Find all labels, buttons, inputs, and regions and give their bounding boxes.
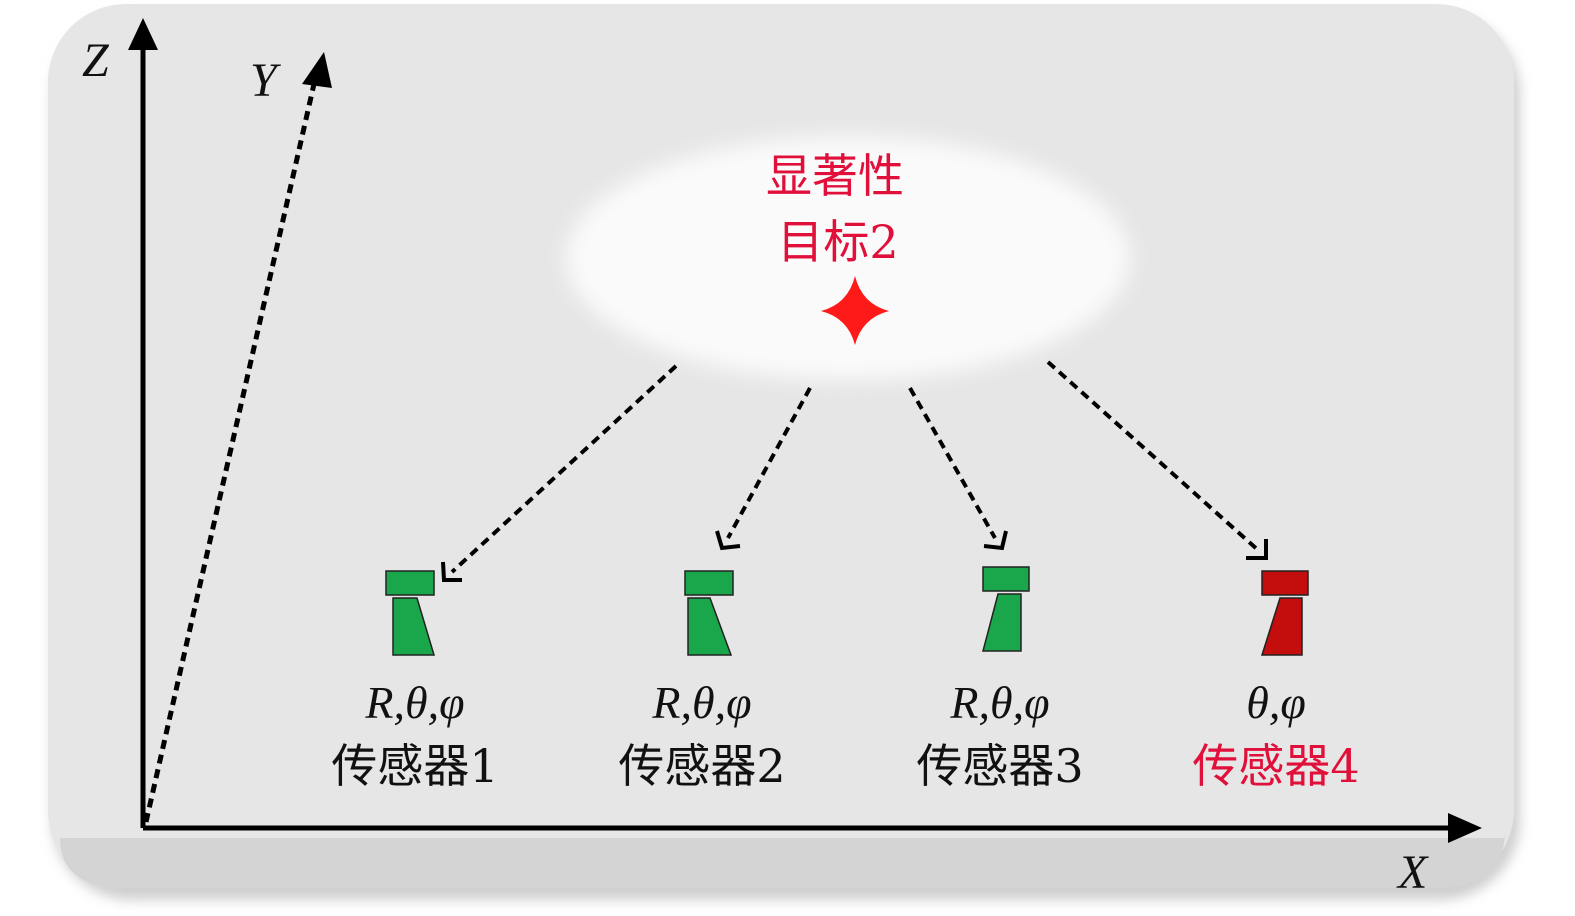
axes: Z Y X xyxy=(82,18,1482,899)
sensor-2-body xyxy=(687,597,733,656)
target-label-line2: 目标2 xyxy=(777,215,898,269)
sensor-2: R,θ,φ 传感器2 xyxy=(618,570,786,793)
sensor-3-body xyxy=(982,593,1022,652)
sensor-4-head xyxy=(1261,570,1309,596)
y-axis-arrowhead xyxy=(302,52,332,88)
sensor-1-name: 传感器1 xyxy=(331,739,498,793)
sensor-1: R,θ,φ 传感器1 xyxy=(331,570,499,793)
sensor-3-name: 传感器3 xyxy=(916,739,1083,793)
detection-arrows xyxy=(441,360,1268,582)
x-axis-arrowhead xyxy=(1448,813,1482,843)
sensor-1-params: R,θ,φ xyxy=(364,677,464,728)
sensor-2-name: 传感器2 xyxy=(618,739,785,793)
sensor-1-head xyxy=(385,570,435,596)
z-axis-arrowhead xyxy=(128,18,158,50)
salient-zone xyxy=(566,136,1130,380)
sensor-3-head xyxy=(982,566,1030,592)
y-axis-label: Y xyxy=(250,54,281,107)
arrow-to-sensor4 xyxy=(1046,360,1260,552)
target-label-line1: 显著性 xyxy=(766,149,904,203)
target-star-icon xyxy=(821,276,889,345)
floor-band xyxy=(60,830,1505,888)
arrowhead-sensor3 xyxy=(983,530,1008,551)
sensor-2-head xyxy=(684,570,734,596)
panel-background xyxy=(48,4,1514,888)
sensor-4-body xyxy=(1260,597,1303,656)
sensor-4: θ,φ 传感器4 xyxy=(1192,570,1360,793)
sensor-1-body xyxy=(392,597,436,656)
arrow-to-sensor1 xyxy=(450,364,678,574)
sensor-2-params: R,θ,φ xyxy=(651,677,751,728)
sensor-4-name: 传感器4 xyxy=(1192,739,1359,793)
arrow-to-sensor3 xyxy=(908,387,997,539)
z-axis-label: Z xyxy=(82,34,110,87)
arrowhead-sensor4 xyxy=(1246,539,1268,560)
sensor-3: R,θ,φ 传感器3 xyxy=(916,566,1084,793)
sensor-4-params: θ,φ xyxy=(1246,677,1306,728)
arrow-to-sensor2 xyxy=(726,387,812,539)
x-axis-label: X xyxy=(1396,846,1429,899)
arrowhead-sensor1 xyxy=(441,561,462,582)
arrowhead-sensor2 xyxy=(715,530,741,551)
sensor-group: R,θ,φ 传感器1 R,θ,φ 传感器2 R,θ,φ 传感器3 θ,φ 传感器… xyxy=(331,566,1360,793)
salient-target: 显著性 目标2 xyxy=(766,149,904,345)
sensor-3-params: R,θ,φ xyxy=(949,677,1049,728)
y-axis xyxy=(143,83,317,823)
